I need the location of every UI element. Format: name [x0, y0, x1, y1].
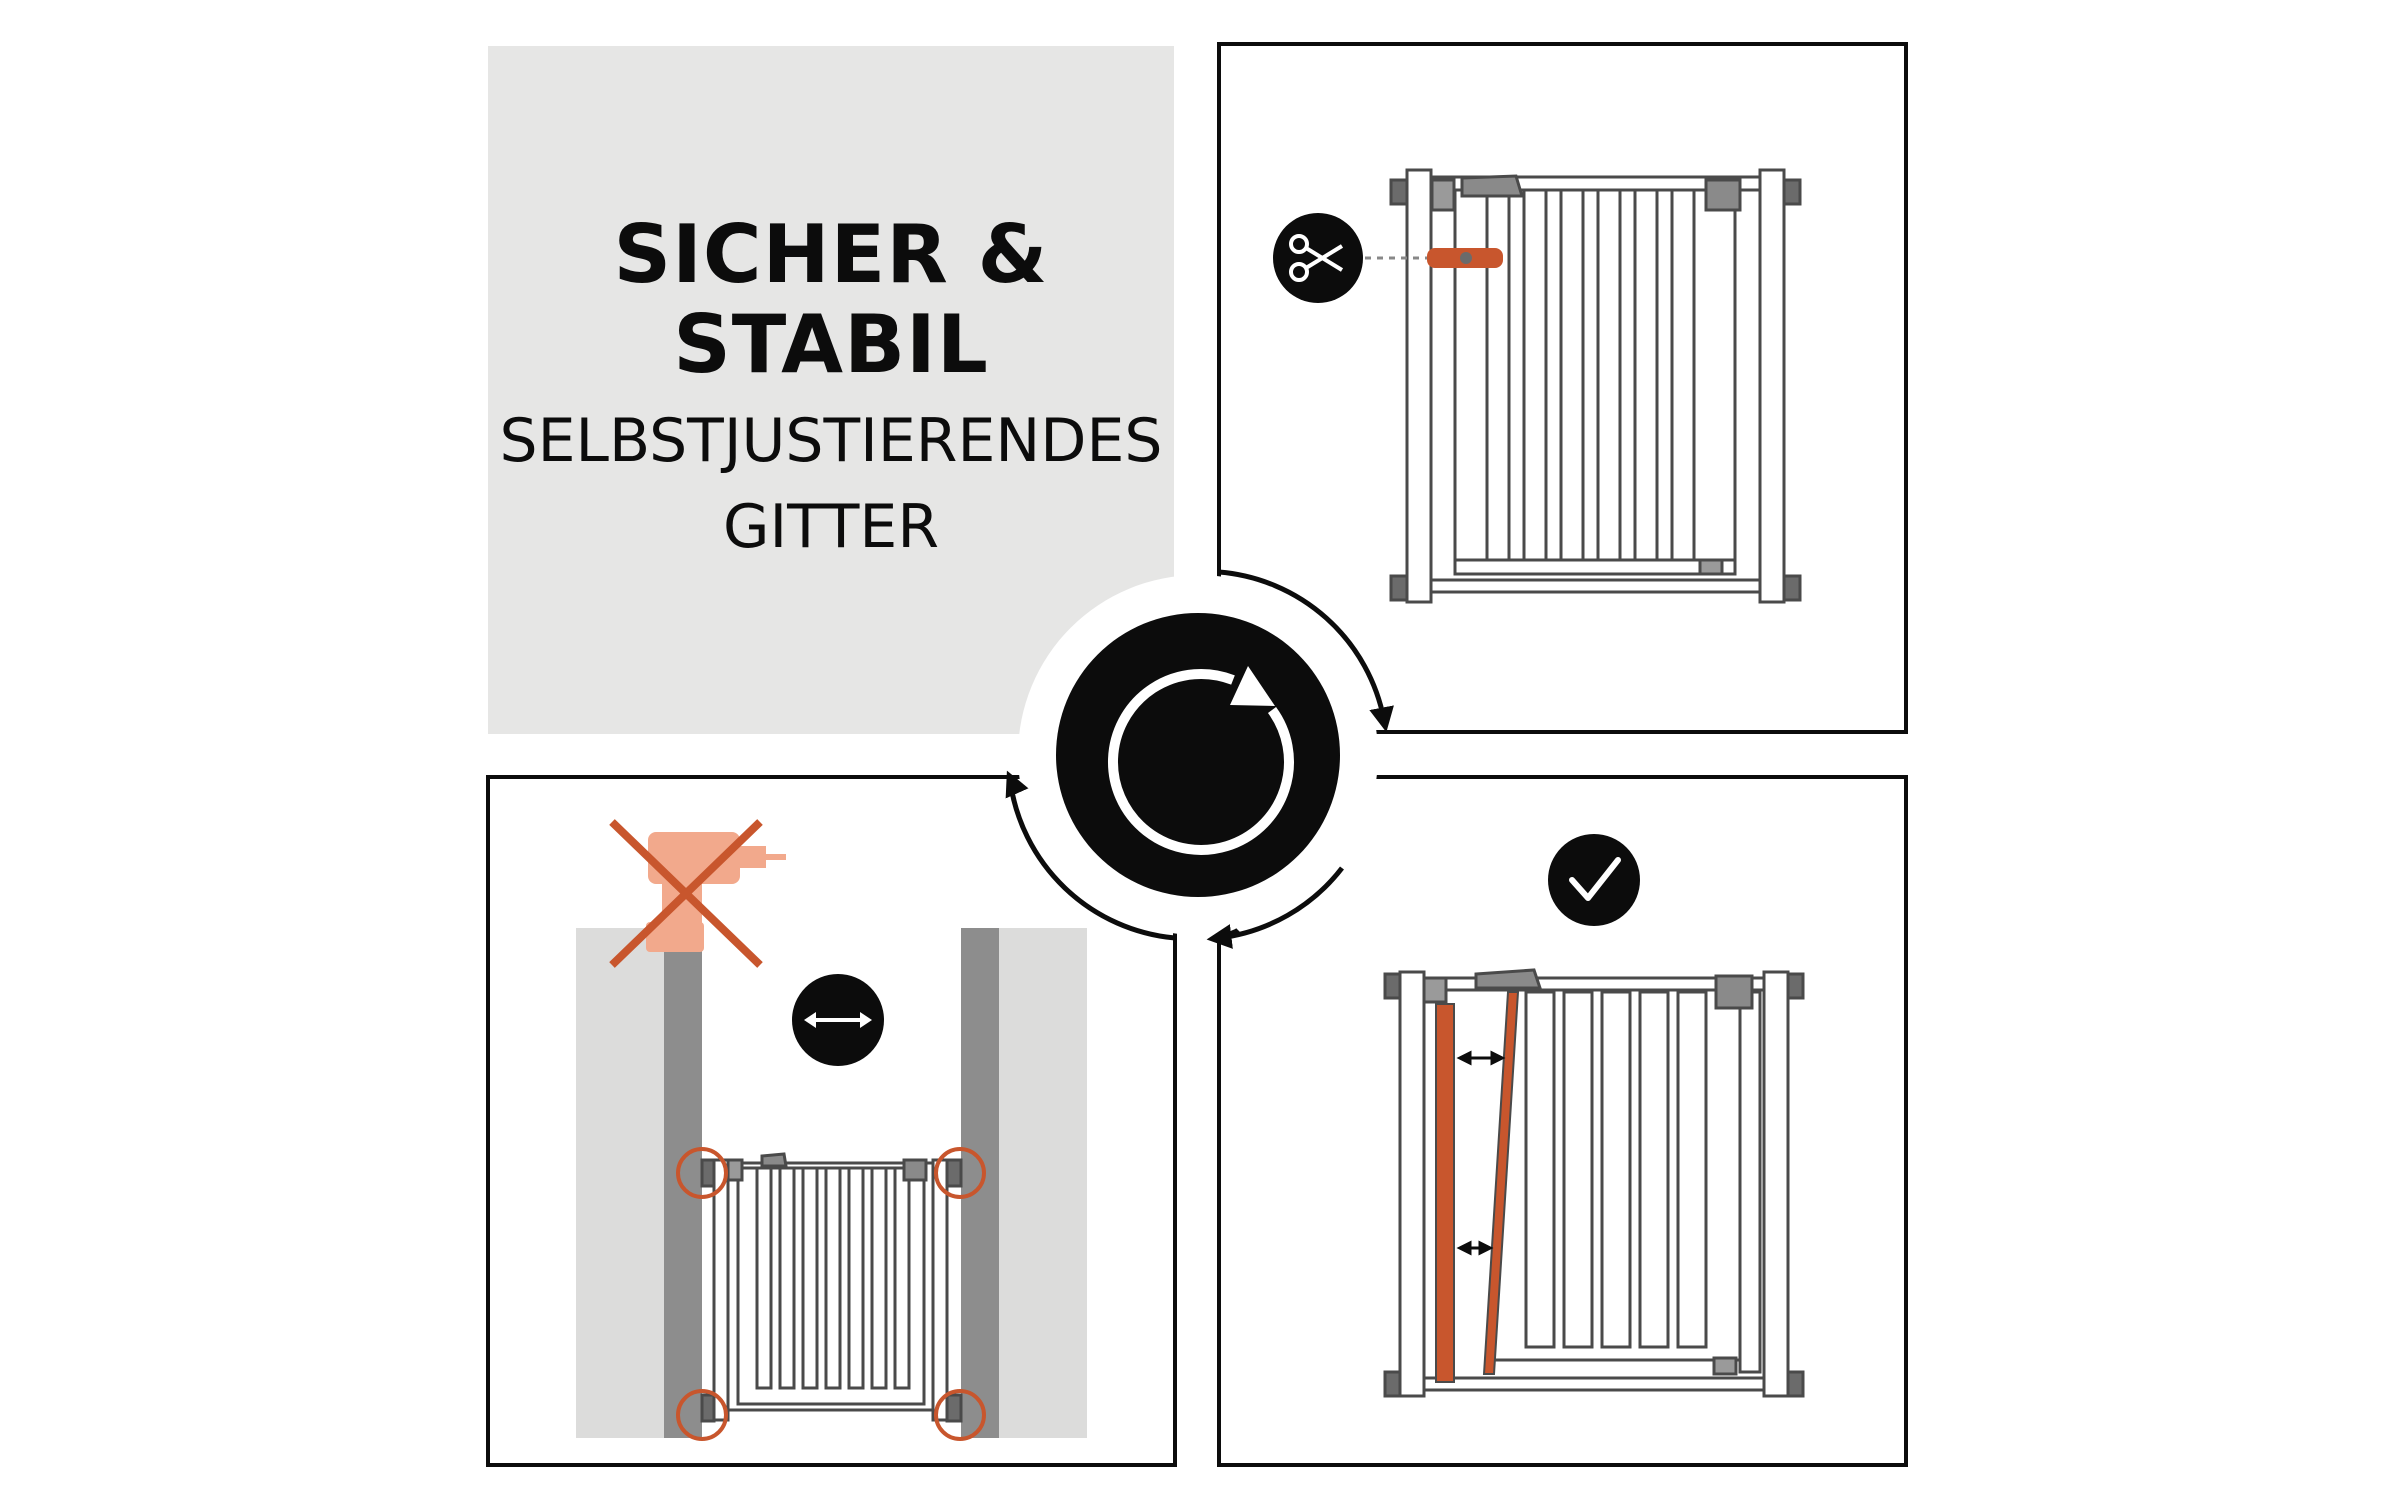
contact-point-bottom-left	[676, 1389, 728, 1441]
checkmark-icon	[1548, 834, 1640, 926]
contact-point-top-right	[934, 1147, 986, 1199]
bottom-right-gate	[1383, 968, 1805, 1398]
bottom-left-gate	[700, 1152, 963, 1423]
subtitle-line-2: GITTER	[722, 492, 940, 562]
drill-crossed-out-icon	[609, 819, 786, 968]
contact-point-top-left	[676, 1147, 728, 1199]
rotation-arrow-icon	[1056, 613, 1340, 897]
gap-arrows	[1456, 1050, 1506, 1256]
contact-point-bottom-right	[934, 1389, 986, 1441]
fixed-orange-bar	[1435, 1003, 1455, 1383]
cycle-arrow-top	[1218, 569, 1394, 733]
cycle-arrows	[1005, 569, 1394, 949]
double-arrow-icon	[792, 974, 884, 1066]
subtitle-line-1: SELBSTJUSTIERENDES	[499, 406, 1163, 476]
contact-point-circles	[676, 1147, 986, 1441]
adjusting-bars	[1435, 991, 1520, 1383]
title-block: SICHER & STABIL SELBSTJUSTIERENDES GITTE…	[488, 46, 1174, 734]
top-right-gate	[1389, 168, 1802, 604]
title-line-2: STABIL	[673, 298, 989, 391]
title-panel	[488, 46, 1174, 734]
title-line-1: SICHER &	[613, 208, 1049, 301]
scissors-icon	[1273, 213, 1363, 303]
